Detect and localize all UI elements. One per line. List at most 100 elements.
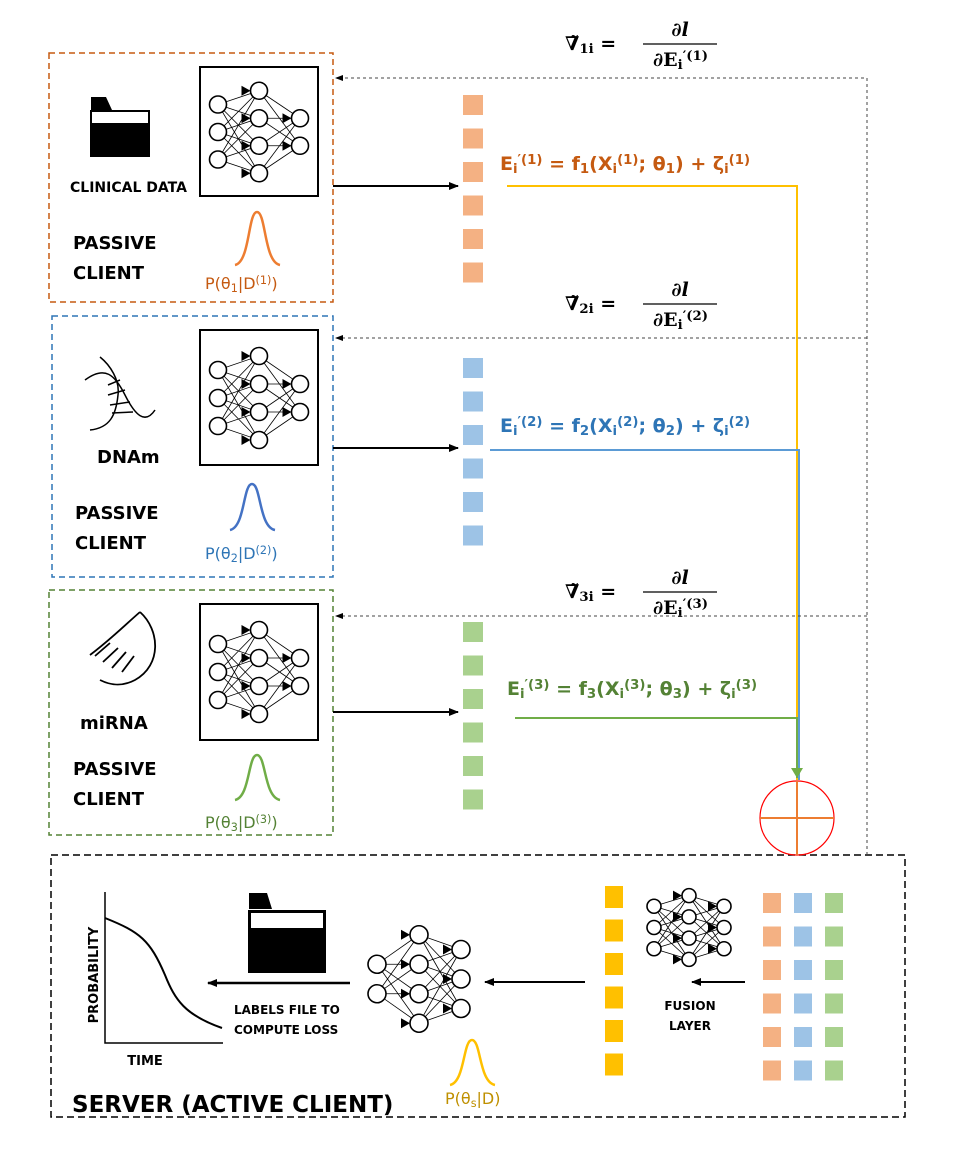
equation-segment: (2) [256,544,272,557]
embedding-flow-line [515,717,803,778]
equation-segment: i [731,687,736,702]
embedding-cell [463,95,483,115]
equation-segment: i [678,58,683,73]
server-embedding-cell [794,1060,812,1081]
server-embedding-cell [794,893,812,913]
server-embedding-cell [794,1027,812,1047]
prior-distribution-curve [449,1038,496,1087]
embedding-cell [463,425,483,445]
embedding-cell [463,756,483,776]
prior-distribution-curve [234,753,281,802]
equation-segment: (1) [256,274,272,287]
equation-segment: ′(1) [683,49,708,64]
equation-segment: = f [549,678,587,700]
embedding-cell [463,458,483,479]
embedding-cell [463,229,483,249]
server-embedding-cell [825,893,843,913]
client-role-label: CLIENT [75,533,147,554]
aggregation-icon [759,780,835,856]
equation-segment: ′(2) [518,415,543,430]
neural-network-icon [208,620,310,724]
embedding-cell [463,195,483,216]
equation-segment: i [724,424,729,439]
server-embedding-cell [825,960,843,980]
equation-segment: 1i [579,42,593,57]
equation-segment: P(θ [205,274,231,293]
fused-embedding-cell [605,919,623,942]
labels-file-icon [248,893,326,973]
client-network-frame [199,603,319,741]
client-network-frame [199,329,319,466]
dna-icon [84,356,156,431]
embedding-cell [463,358,483,378]
client-role-label: CLIENT [73,789,145,810]
equation-segment: 3 [231,821,238,834]
equation-segment: P(θ [205,544,231,563]
embedding-equation: Ei′(3) = f3(Xi(3); θ3) + ζi(3) [507,678,757,702]
mirna-icon [89,611,157,686]
equation-segment: 3 [673,687,682,702]
equation-segment: i [613,162,618,177]
equation-segment: ′(3) [683,597,708,612]
equation-segment: |D [238,274,256,293]
equation-segment: ) + ζ [675,415,724,437]
equation-segment: i [513,424,518,439]
equation-segment: (2) [617,415,638,430]
equation-segment: |D [238,813,256,832]
equation-segment: ∇̃ [565,581,579,603]
plot-ylabel: PROBABILITY [87,926,102,1023]
equation-segment: i [613,424,618,439]
client-box-clinical [48,52,334,303]
embedding-cell [463,622,483,642]
prior-distribution-curve [234,210,281,267]
equation-segment: ; θ [645,678,672,700]
gradient-denominator: ∂Ei′(1) [653,49,708,73]
embedding-equation: Ei′(1) = f1(Xi(1); θ1) + ζi(1) [500,153,750,177]
equation-segment: P(θ [445,1089,471,1108]
gradient-feedback-line [335,75,868,855]
fused-embedding-cell [605,953,623,975]
equation-segment: (1) [729,153,750,168]
folder-icon [90,97,150,157]
equation-segment: 1 [580,162,589,177]
embedding-cell [463,262,483,283]
gradient-denominator: ∂Ei′(3) [653,597,708,621]
server-embedding-cell [763,993,781,1014]
embedding-cell [463,391,483,412]
prior-distribution-curve [229,482,276,532]
embedding-cell [463,789,483,810]
fused-embedding-cell [605,1020,623,1042]
equation-segment: i [678,606,683,621]
embedding-cell [463,128,483,149]
equation-segment: P(θ [205,813,231,832]
equation-segment: (X [596,678,620,700]
equation-segment: = f [542,415,580,437]
equation-segment: ) + ζ [682,678,731,700]
equation-segment: (2) [729,415,750,430]
equation-segment: E [507,678,520,700]
equation-segment: = [594,33,617,55]
gradient-equation-lhs: ∇̃1i = [565,33,616,57]
server-embedding-cell [763,1027,781,1047]
survival-plot [104,892,223,1044]
server-embedding-cell [794,926,812,947]
equation-segment: i [620,687,625,702]
equation-segment: ) [271,813,277,832]
client-data-label: DNAm [97,447,160,468]
client-role-label: PASSIVE [73,759,157,780]
equation-segment: ) [271,544,277,563]
equation-segment: ∂E [653,309,678,331]
equation-segment: 3i [579,590,593,605]
equation-segment: (X [589,415,613,437]
prior-label: P(θ3|D(3)) [205,813,278,834]
equation-segment: (3) [256,813,272,826]
equation-segment: E [500,415,513,437]
labels-file-label: LABELS FILE TO [234,1003,340,1017]
equation-segment: ∇̃ [565,33,579,55]
equation-segment: s [471,1097,477,1110]
neural-network-icon [208,81,310,183]
equation-segment: 1 [231,282,238,295]
client-data-label: miRNA [80,713,148,734]
equation-segment: 2 [580,424,589,439]
equation-segment: = [594,293,617,315]
